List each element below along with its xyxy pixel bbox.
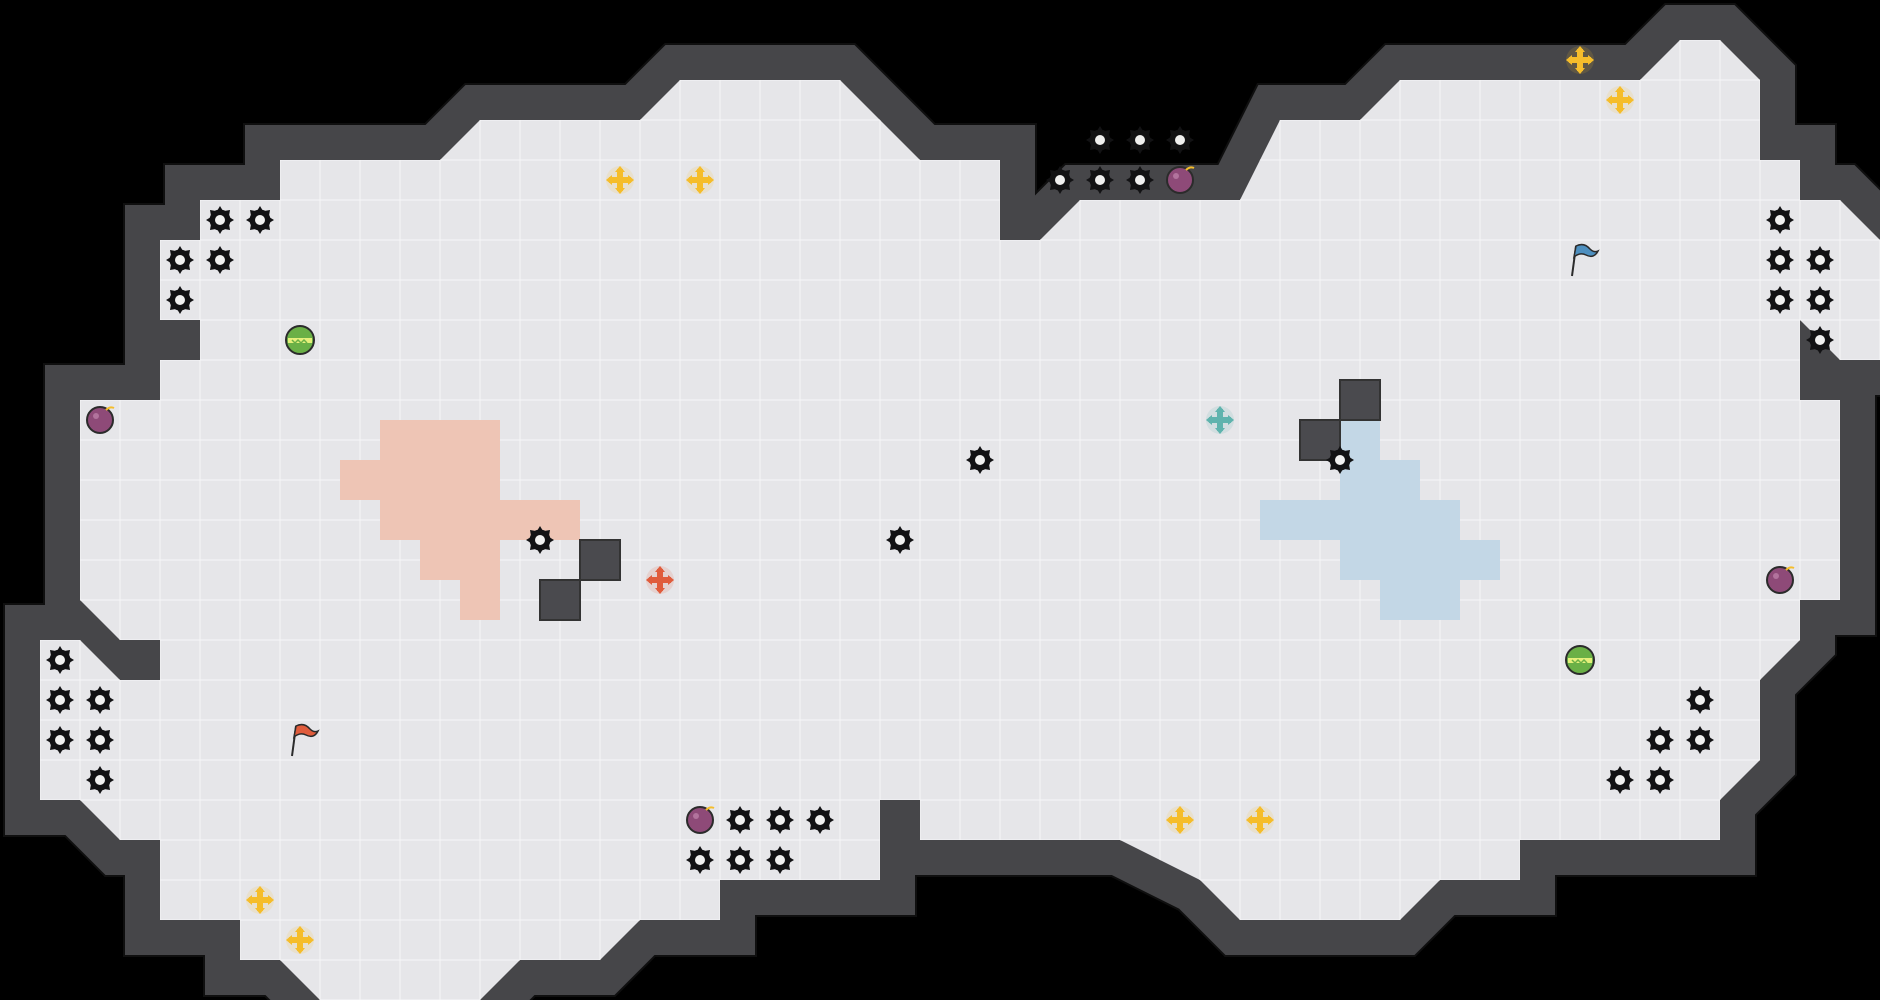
spike-mine[interactable] (206, 206, 234, 234)
blue-zone-tile (1460, 540, 1500, 580)
red-zone-tile (460, 420, 500, 460)
blue-zone-tile (1420, 580, 1460, 620)
spike-mine[interactable] (1766, 286, 1794, 314)
spike-mine[interactable] (1086, 166, 1114, 194)
spike-mine[interactable] (726, 806, 754, 834)
red-zone-tile (380, 460, 420, 500)
blue-zone-tile (1260, 500, 1300, 540)
blue-flag[interactable] (1571, 243, 1600, 277)
red-zone-tile (460, 500, 500, 540)
spike-mine[interactable] (806, 806, 834, 834)
bomb[interactable] (1766, 566, 1795, 594)
spike-mine[interactable] (166, 286, 194, 314)
spike-mine[interactable] (766, 846, 794, 874)
spike-mine[interactable] (966, 446, 994, 474)
bomb[interactable] (86, 406, 115, 434)
speed-boost[interactable] (1166, 806, 1194, 834)
spike-mine[interactable] (1686, 686, 1714, 714)
spike-mine[interactable] (1766, 206, 1794, 234)
spike-mine[interactable] (46, 646, 74, 674)
spike-mine[interactable] (1326, 446, 1354, 474)
spike-mine[interactable] (1086, 126, 1114, 154)
spike-mine[interactable] (766, 806, 794, 834)
spike-mine[interactable] (886, 526, 914, 554)
spike-mine[interactable] (86, 766, 114, 794)
red-zone-tile (380, 420, 420, 460)
blue-zone-tile (1420, 540, 1460, 580)
powerup[interactable] (285, 325, 315, 355)
wall-block (1299, 419, 1341, 461)
spike-mine[interactable] (1166, 126, 1194, 154)
wall-block (579, 539, 621, 581)
blue-zone-tile (1340, 540, 1380, 580)
floor-layer (40, 40, 1880, 1000)
spike-mine[interactable] (1646, 766, 1674, 794)
wall-block (1339, 379, 1381, 421)
blue-zone-tile (1380, 460, 1420, 500)
powerup[interactable] (1565, 645, 1595, 675)
red-zone-tile (460, 580, 500, 620)
spike-mine[interactable] (1806, 286, 1834, 314)
spike-mine[interactable] (86, 686, 114, 714)
spike-mine[interactable] (686, 846, 714, 874)
spike-mine[interactable] (166, 246, 194, 274)
speed-boost[interactable] (1566, 46, 1594, 74)
red-zone-tile (420, 420, 460, 460)
blue-zone-tile (1380, 500, 1420, 540)
spike-mine[interactable] (1686, 726, 1714, 754)
speed-boost[interactable] (1246, 806, 1274, 834)
spike-mine[interactable] (1766, 246, 1794, 274)
red-zone-tile (380, 500, 420, 540)
red-zone-tile (420, 540, 460, 580)
red-flag[interactable] (291, 723, 320, 757)
blue-zone-tile (1300, 500, 1340, 540)
wall-block (539, 579, 581, 621)
spike-mine[interactable] (246, 206, 274, 234)
blue-zone-tile (1340, 500, 1380, 540)
spike-mine[interactable] (1126, 126, 1154, 154)
spike-mine[interactable] (1126, 166, 1154, 194)
spike-mine[interactable] (1606, 766, 1634, 794)
teal-team-pad[interactable] (1206, 406, 1234, 434)
red-zone-tile (460, 460, 500, 500)
red-zone-tile (460, 540, 500, 580)
speed-boost[interactable] (606, 166, 634, 194)
speed-boost[interactable] (246, 886, 274, 914)
red-zone-tile (420, 500, 460, 540)
red-zone-tile (420, 460, 460, 500)
spike-mine[interactable] (1806, 326, 1834, 354)
spike-mine[interactable] (86, 726, 114, 754)
blue-zone-tile (1420, 500, 1460, 540)
speed-boost[interactable] (686, 166, 714, 194)
spike-mine[interactable] (726, 846, 754, 874)
spike-mine[interactable] (46, 726, 74, 754)
speed-boost[interactable] (286, 926, 314, 954)
blue-zone-tile (1380, 580, 1420, 620)
spike-mine[interactable] (1646, 726, 1674, 754)
red-zone-tile (340, 460, 380, 500)
bomb[interactable] (1166, 166, 1195, 194)
spike-mine[interactable] (206, 246, 234, 274)
bomb[interactable] (686, 806, 715, 834)
entity-layer (46, 46, 1834, 954)
speed-boost[interactable] (1606, 86, 1634, 114)
spike-mine[interactable] (46, 686, 74, 714)
red-team-pad[interactable] (646, 566, 674, 594)
spike-mine[interactable] (526, 526, 554, 554)
spike-mine[interactable] (1046, 166, 1074, 194)
spike-mine[interactable] (1806, 246, 1834, 274)
blue-zone-tile (1380, 540, 1420, 580)
